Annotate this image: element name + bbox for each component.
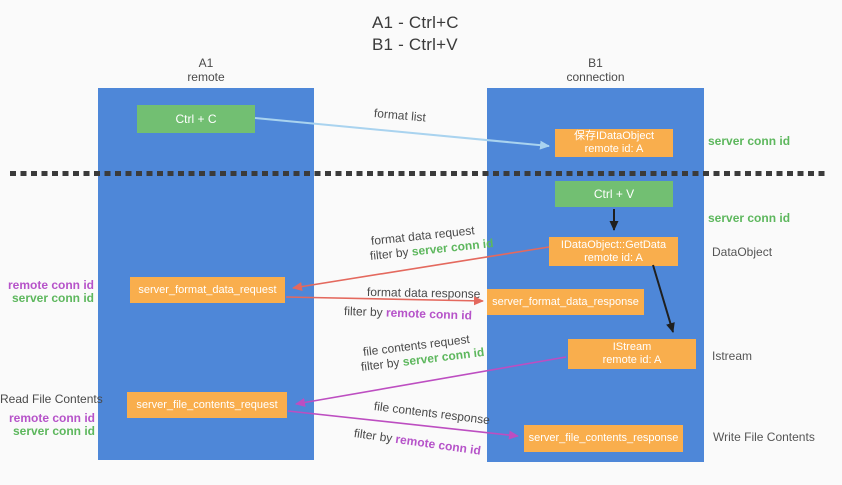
node-ctrl-v: Ctrl + V bbox=[555, 181, 673, 207]
label-filter-by-remote-2: filter by remote conn id bbox=[353, 426, 482, 458]
title-line-2: B1 - Ctrl+V bbox=[372, 35, 458, 54]
filter-by-text: filter by bbox=[369, 244, 413, 263]
node-ctrl-c: Ctrl + C bbox=[137, 105, 255, 133]
filter-remote-conn-id-text: remote conn id bbox=[385, 305, 473, 323]
label-remote-conn-id-left-2: remote conn id bbox=[8, 411, 95, 425]
lane-b1-subtitle: connection bbox=[566, 70, 625, 84]
node-getdata-line2: remote id: A bbox=[584, 251, 643, 264]
label-format-data-response: format data response bbox=[366, 285, 481, 301]
label-server-conn-id-right-1: server conn id bbox=[708, 134, 791, 148]
node-idataobject-getdata: IDataObject::GetData remote id: A bbox=[549, 237, 678, 266]
dotted-divider-line bbox=[10, 171, 828, 176]
node-getdata-line1: IDataObject::GetData bbox=[560, 238, 667, 251]
filter-by-text: filter by bbox=[343, 304, 387, 320]
title-line-1: A1 - Ctrl+C bbox=[372, 13, 459, 32]
label-server-conn-id-right-2: server conn id bbox=[708, 211, 791, 225]
node-server-format-data-response: server_format_data_response bbox=[487, 289, 644, 315]
node-save-idataobject: 保存IDataObject remote id: A bbox=[555, 129, 673, 157]
lane-b1-name: B1 bbox=[588, 56, 603, 70]
label-remote-conn-id-left-1: remote conn id bbox=[7, 278, 94, 292]
node-format-req-label: server_format_data_request bbox=[138, 283, 277, 296]
lane-a1-subtitle: remote bbox=[187, 70, 225, 84]
node-file-req-label: server_file_contents_request bbox=[136, 398, 278, 411]
node-save-line1: 保存IDataObject bbox=[573, 130, 655, 142]
filter-by-text: filter by bbox=[353, 426, 397, 446]
lane-header-b1: B1 connection bbox=[487, 56, 704, 84]
node-server-file-contents-response: server_file_contents_response bbox=[524, 425, 683, 452]
filter-remote-conn-id-text: remote conn id bbox=[394, 431, 482, 458]
label-format-list: format list bbox=[373, 106, 427, 125]
node-ctrl-v-label: Ctrl + V bbox=[593, 186, 635, 201]
lane-a1-name: A1 bbox=[198, 56, 214, 70]
label-server-conn-id-left-2: server conn id bbox=[12, 424, 95, 438]
lane-header-a1: A1 remote bbox=[98, 56, 314, 84]
node-format-resp-label: server_format_data_response bbox=[492, 295, 639, 308]
node-ctrl-c-label: Ctrl + C bbox=[175, 111, 217, 126]
node-server-file-contents-request: server_file_contents_request bbox=[127, 392, 287, 418]
label-istream: Istream bbox=[712, 349, 753, 363]
label-write-file-contents: Write File Contents bbox=[713, 430, 815, 444]
label-dataobject: DataObject bbox=[712, 245, 773, 259]
label-server-conn-id-left-1: server conn id bbox=[11, 291, 94, 305]
node-istream-line2: remote id: A bbox=[602, 354, 662, 366]
diagram-title: A1 - Ctrl+C B1 - Ctrl+V bbox=[372, 12, 459, 56]
node-file-resp-label: server_file_contents_response bbox=[528, 432, 679, 444]
node-save-line2: remote id: A bbox=[584, 143, 644, 155]
label-filter-by-remote-1: filter by remote conn id bbox=[344, 304, 472, 322]
label-read-file-contents: Read File Contents bbox=[0, 392, 103, 406]
node-server-format-data-request: server_format_data_request bbox=[130, 277, 285, 303]
node-istream-line1: IStream bbox=[612, 341, 652, 353]
node-istream: IStream remote id: A bbox=[568, 339, 696, 369]
label-file-contents-response: file contents response bbox=[373, 399, 491, 428]
